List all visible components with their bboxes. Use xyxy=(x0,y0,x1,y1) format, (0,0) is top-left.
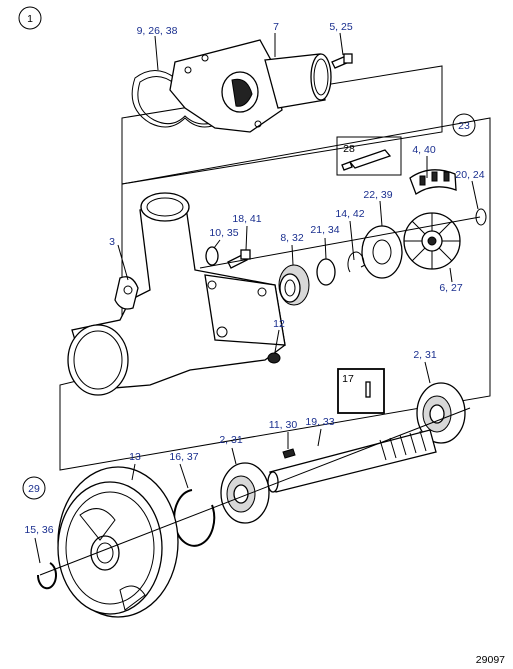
cover-plate xyxy=(361,225,403,279)
top-screw xyxy=(331,53,353,69)
group-marker-1-text: 1 xyxy=(27,13,33,25)
pin-box xyxy=(337,368,385,414)
label-washer-screw: 10, 35 xyxy=(209,227,238,239)
pulley xyxy=(57,466,179,618)
label-bearing-front: 2, 31 xyxy=(219,434,243,446)
group-marker-29: 29 xyxy=(22,476,46,500)
shaft xyxy=(267,429,437,493)
leader-lines xyxy=(34,32,479,564)
center-axis xyxy=(39,407,471,576)
label-circlip-small: 14, 42 xyxy=(335,208,364,220)
pulley-clip xyxy=(36,562,57,590)
seal-ring xyxy=(316,258,336,286)
group-marker-1: 1 xyxy=(18,6,42,30)
label-cover-plate: 22, 39 xyxy=(363,189,392,201)
label-pump-body: 3 xyxy=(109,236,115,248)
thermostat-housing xyxy=(169,39,332,133)
group-marker-23: 23 xyxy=(452,113,476,137)
group-marker-29-text: 29 xyxy=(28,483,40,495)
seal-housing xyxy=(278,264,310,306)
front-bearing xyxy=(220,462,270,524)
label-stud-screw: 18, 41 xyxy=(232,213,261,225)
shaft-key xyxy=(282,448,296,459)
label-plug: 12 xyxy=(273,318,285,330)
label-thermostat-housing: 7 xyxy=(273,21,279,33)
label-seal-ring: 21, 34 xyxy=(310,224,339,236)
frame-top xyxy=(121,65,443,185)
lock-ring xyxy=(173,489,216,547)
washer xyxy=(205,246,219,266)
pump-body xyxy=(67,192,286,396)
label-lock-ring: 16, 37 xyxy=(169,451,198,463)
label-sealant: 28 xyxy=(343,143,355,155)
impeller-cover xyxy=(409,169,457,195)
small-o-ring xyxy=(475,208,487,226)
label-o-ring-small: 20, 24 xyxy=(455,169,484,181)
label-impeller-cover: 4, 40 xyxy=(412,144,436,156)
label-seal-housing: 8, 32 xyxy=(280,232,304,244)
label-pin: 17 xyxy=(342,373,354,385)
label-bearing-rear: 2, 31 xyxy=(413,349,437,361)
figure-number: 29097 xyxy=(476,654,505,666)
sealant-box xyxy=(336,136,402,176)
stud-screw xyxy=(227,249,251,269)
plug xyxy=(267,352,281,364)
label-pulley-clip: 15, 36 xyxy=(24,524,53,536)
label-top-screw: 5, 25 xyxy=(329,21,353,33)
impeller xyxy=(403,212,461,270)
label-shaft: 19, 33 xyxy=(305,416,334,428)
group-marker-23-text: 23 xyxy=(458,120,470,132)
label-key: 11, 30 xyxy=(269,419,298,431)
label-top-gasket: 9, 26, 38 xyxy=(137,25,178,37)
label-pulley: 13 xyxy=(129,451,141,463)
label-impeller: 6, 27 xyxy=(439,282,463,294)
upper-axis xyxy=(199,216,481,269)
